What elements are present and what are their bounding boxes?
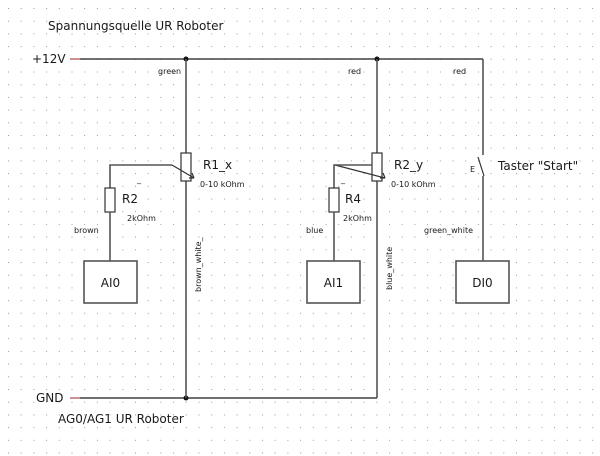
- r2y-name: R2_y: [394, 158, 423, 172]
- r4-mark: _: [340, 175, 346, 184]
- wire-label-red-1: red: [348, 67, 361, 76]
- wiper-arrowhead-icon: [380, 172, 386, 179]
- r2y-value: 0-10 kOhm: [391, 180, 436, 189]
- switch-mark: E: [470, 165, 475, 174]
- potentiometer-r1: [180, 152, 192, 182]
- wire-label-brown-white: brown_white_: [194, 236, 203, 292]
- io-label-ai1: AI1: [324, 276, 343, 290]
- r1-name: R1_x: [203, 158, 232, 172]
- title-label: Spannungsquelle UR Roboter: [48, 19, 223, 33]
- io-label-di0: DI0: [472, 276, 492, 290]
- wire-wiper-r2: [109, 164, 172, 188]
- resistor-r4: [328, 187, 340, 213]
- potentiometer-r2-y: [371, 152, 383, 182]
- r2-mark: _: [136, 175, 142, 184]
- wire-label-blue-white: blue_white: [385, 247, 394, 290]
- r2-value: 2kOhm: [127, 214, 156, 223]
- ground-rail-label: GND: [36, 391, 64, 405]
- io-block-ai1: [306, 260, 361, 304]
- io-block-ai0: [83, 260, 138, 304]
- positive-rail-label: +12V: [32, 52, 66, 66]
- wiper-arrow-icon: [334, 164, 386, 179]
- pushbutton-contact-icon: [477, 156, 485, 177]
- wire-label-green-white: green_white: [424, 226, 473, 235]
- resistor-r2: [104, 187, 116, 213]
- r4-name: R4: [345, 192, 361, 206]
- io-label-ai0: AI0: [101, 276, 120, 290]
- wire-label-red-2: red: [453, 67, 466, 76]
- wiper-arrow-icon: [171, 164, 195, 179]
- r4-value: 2kOhm: [343, 214, 372, 223]
- io-block-di0: [455, 260, 510, 304]
- wire-wiper-r4: [333, 164, 372, 188]
- wire-label-green: green: [158, 67, 181, 76]
- wire-label-brown: brown: [74, 226, 99, 235]
- r2-name: R2: [122, 192, 138, 206]
- wire-label-blue: blue: [306, 226, 323, 235]
- r1-value: 0-10 kOhm: [200, 180, 245, 189]
- footer-label: AG0/AG1 UR Roboter: [58, 412, 184, 426]
- wiper-arrowhead-icon: [189, 172, 195, 179]
- switch-label: Taster "Start": [497, 159, 578, 173]
